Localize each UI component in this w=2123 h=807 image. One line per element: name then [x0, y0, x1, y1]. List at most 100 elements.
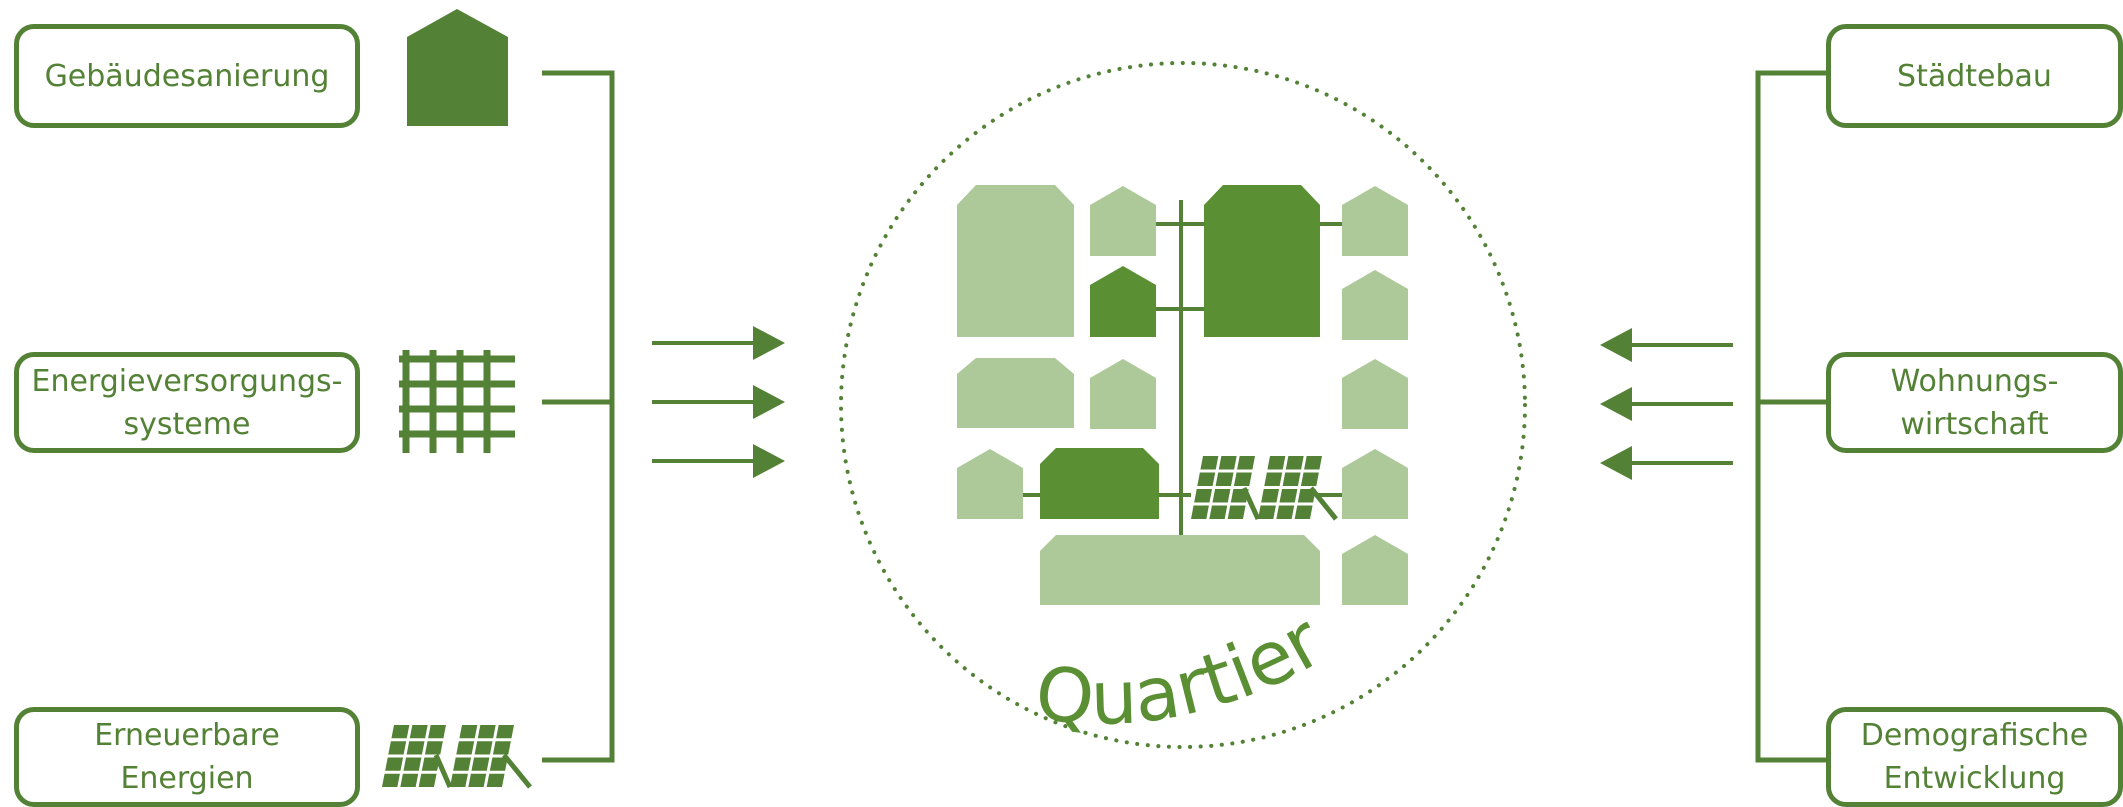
solar-cell	[459, 725, 478, 739]
solar-cell	[477, 725, 496, 739]
solar-cell	[474, 741, 493, 755]
arrow-right-icon	[652, 385, 785, 419]
solar-cell	[428, 725, 446, 739]
solar-cell	[1297, 489, 1316, 503]
solar-cell	[1261, 489, 1280, 503]
factor-label-line: Gebäudesanierung	[44, 58, 330, 94]
svg-text:Quartier: Quartier	[1031, 598, 1336, 742]
solar-stand	[1309, 486, 1338, 521]
building	[1040, 535, 1320, 605]
factor-box-wohnungswirtschaft: Wohnungs- wirtschaft	[1826, 352, 2123, 453]
building	[957, 358, 1074, 428]
solar-cell	[468, 773, 487, 787]
solar-cell	[456, 741, 475, 755]
right-connector	[1755, 70, 1827, 763]
quartier-label: Quartier	[1031, 598, 1336, 742]
solar-cell	[409, 725, 428, 739]
district-illustration	[957, 185, 1408, 605]
building	[1204, 185, 1320, 337]
solar-cell	[391, 725, 410, 739]
house-icon	[407, 9, 508, 126]
arrows-inward-left	[652, 326, 785, 478]
solar-cell	[453, 757, 472, 771]
solar-cell	[1218, 456, 1237, 470]
solar-cell	[424, 741, 443, 755]
solar-cell	[400, 773, 419, 787]
solar-cell	[1285, 456, 1304, 470]
factor-label-line: Entwicklung	[1883, 761, 2066, 796]
solar-cell	[489, 757, 508, 771]
arrow-right-icon	[652, 444, 785, 478]
factor-label-line: wirtschaft	[1900, 406, 2049, 442]
solar-cell	[382, 773, 400, 787]
building	[1342, 359, 1408, 429]
grid-network-icon	[399, 350, 515, 453]
arrow-left-icon	[1600, 328, 1733, 362]
solar-cell	[1276, 505, 1295, 519]
solar-cell	[450, 773, 468, 787]
solar-cell	[1258, 505, 1276, 519]
solar-stand	[502, 753, 532, 789]
arrows-inward-right	[1600, 328, 1733, 480]
solar-cell	[1294, 505, 1313, 519]
solar-cell	[1237, 456, 1255, 470]
solar-cell	[385, 757, 404, 771]
solar-cell	[1200, 456, 1219, 470]
solar-cell	[486, 773, 505, 787]
factor-box-erneuerbare-energien: Erneuerbare Energien	[14, 707, 360, 807]
building	[1342, 186, 1408, 256]
building	[1090, 359, 1156, 429]
factor-box-energieversorgungssysteme: Energieversorgungs- systeme	[14, 352, 360, 453]
solar-cell	[1282, 472, 1301, 486]
solar-cell	[406, 741, 425, 755]
building	[1090, 266, 1156, 337]
solar-cell	[496, 725, 514, 739]
arrow-right-icon	[652, 326, 785, 360]
solar-cell	[1215, 472, 1234, 486]
quartier-boundary	[839, 61, 1527, 749]
solar-panel-icon	[382, 725, 532, 789]
solar-cell	[1194, 489, 1213, 503]
arrow-left-icon	[1600, 446, 1733, 480]
quartier-label-text: Quartier	[1031, 598, 1336, 742]
district-buildings-light	[957, 185, 1408, 605]
solar-cell	[421, 757, 440, 771]
building	[1342, 535, 1408, 605]
solar-cell	[1300, 472, 1319, 486]
district-buildings-dark	[1040, 185, 1320, 519]
factor-label-line: Energieversorgungs-	[31, 363, 343, 399]
factor-box-gebaeudesanierung: Gebäudesanierung	[14, 24, 360, 128]
building	[957, 449, 1023, 519]
factor-label-line: systeme	[123, 406, 251, 442]
building	[1342, 270, 1408, 340]
solar-cell	[1264, 472, 1283, 486]
building	[1342, 449, 1408, 519]
factor-label-line: Energien	[120, 761, 254, 796]
arrow-left-icon	[1600, 387, 1733, 421]
solar-cell	[492, 741, 511, 755]
factor-label-line: Demografische	[1860, 718, 2089, 753]
solar-cell	[418, 773, 437, 787]
solar-cell	[1197, 472, 1216, 486]
left-connector	[542, 70, 615, 763]
solar-cell	[1267, 456, 1286, 470]
building	[1090, 186, 1156, 256]
solar-cell	[1209, 505, 1228, 519]
factor-label-line: Wohnungs-	[1890, 363, 2059, 399]
solar-cell	[1279, 489, 1298, 503]
solar-cell	[1227, 505, 1246, 519]
factor-box-staedtebau: Städtebau	[1826, 24, 2123, 128]
solar-cell	[1304, 456, 1322, 470]
solar-cell	[471, 757, 490, 771]
building	[957, 185, 1074, 337]
factor-box-demografische-entwicklung: Demografische Entwicklung	[1826, 707, 2123, 807]
solar-stand	[433, 753, 453, 789]
solar-cell	[1212, 489, 1231, 503]
solar-cell	[403, 757, 422, 771]
solar-cell	[388, 741, 407, 755]
solar-cell	[1191, 505, 1209, 519]
district-solar-panels	[1191, 456, 1338, 521]
building	[1040, 448, 1159, 519]
solar-cell	[1233, 472, 1252, 486]
